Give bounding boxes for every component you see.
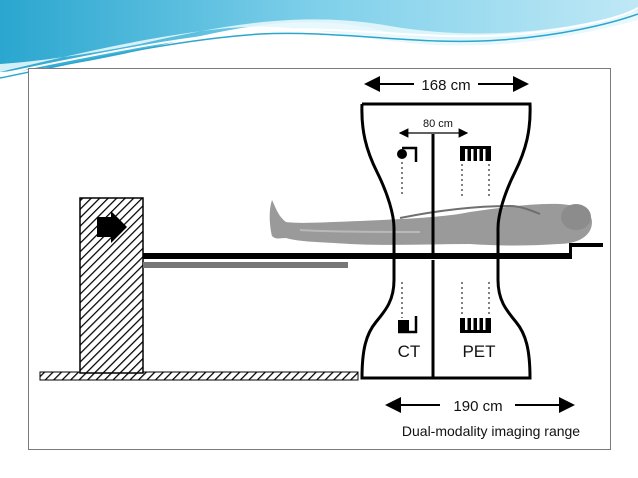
figure-caption: Dual-modality imaging range bbox=[402, 423, 580, 439]
patient-table-support bbox=[143, 262, 348, 268]
patient-table-top bbox=[143, 253, 569, 259]
gantry bbox=[360, 102, 532, 380]
patient-silhouette bbox=[269, 200, 592, 246]
ct-label: CT bbox=[398, 342, 421, 361]
arrow-right-icon bbox=[97, 211, 127, 243]
range-label: 190 cm bbox=[453, 398, 502, 415]
ct-detector-bottom bbox=[398, 282, 418, 334]
detector-separation-label: 80 cm bbox=[423, 118, 453, 130]
table-head-end bbox=[535, 243, 603, 259]
pet-label: PET bbox=[462, 342, 495, 361]
table-pedestal bbox=[79, 197, 144, 374]
slide-header-banner bbox=[0, 0, 638, 79]
ct-source-top bbox=[397, 146, 418, 196]
floor-base bbox=[39, 371, 359, 381]
pet-detector-bottom bbox=[460, 282, 491, 333]
gantry-width-label: 168 cm bbox=[421, 77, 470, 94]
pet-detector-top bbox=[460, 146, 491, 196]
